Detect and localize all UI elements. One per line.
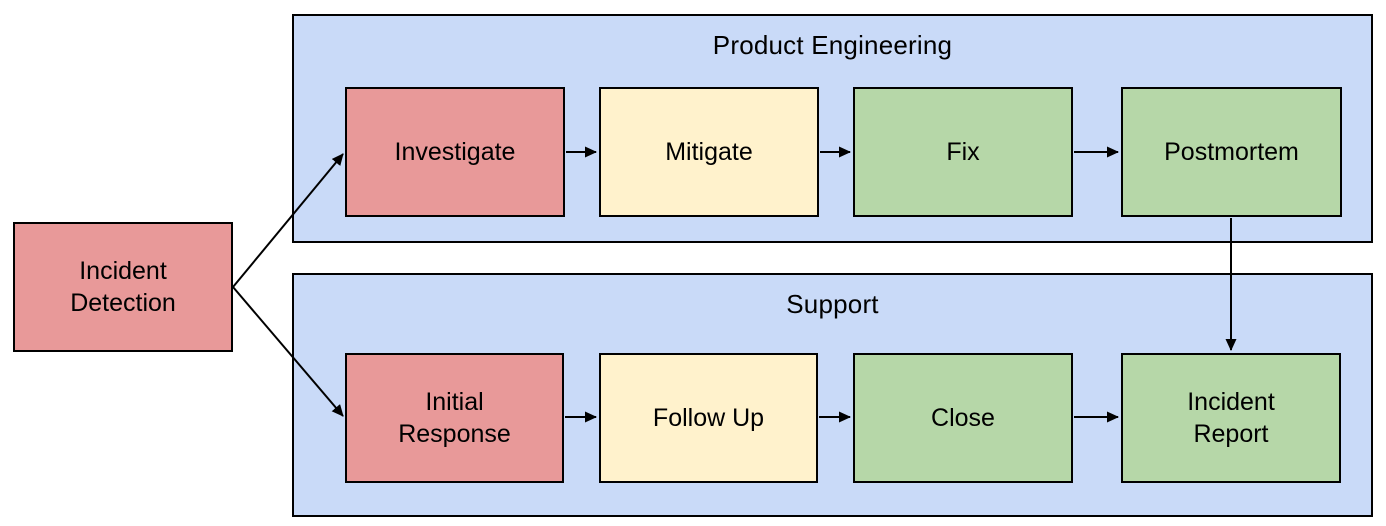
node-fix: Fix	[853, 87, 1073, 217]
node-label-incident-report: Incident Report	[1187, 387, 1275, 449]
node-postmortem: Postmortem	[1121, 87, 1342, 217]
node-label-investigate: Investigate	[394, 137, 516, 166]
node-initial-response: Initial Response	[345, 353, 564, 483]
node-mitigate: Mitigate	[599, 87, 819, 217]
node-close: Close	[853, 353, 1073, 483]
node-label-follow-up: Follow Up	[652, 403, 765, 432]
node-incident-detection: Incident Detection	[13, 222, 233, 352]
lane-title-support: Support	[786, 289, 879, 319]
node-label-mitigate: Mitigate	[665, 137, 753, 166]
node-follow-up: Follow Up	[599, 353, 818, 483]
node-incident-report: Incident Report	[1121, 353, 1341, 483]
node-label-fix: Fix	[946, 137, 980, 166]
node-label-initial-response: Initial Response	[398, 387, 511, 449]
node-label-postmortem: Postmortem	[1164, 137, 1299, 166]
node-investigate: Investigate	[345, 87, 565, 217]
lane-title-product-engineering: Product Engineering	[712, 30, 953, 60]
node-label-incident-detection: Incident Detection	[70, 256, 176, 318]
node-label-close: Close	[931, 403, 995, 432]
